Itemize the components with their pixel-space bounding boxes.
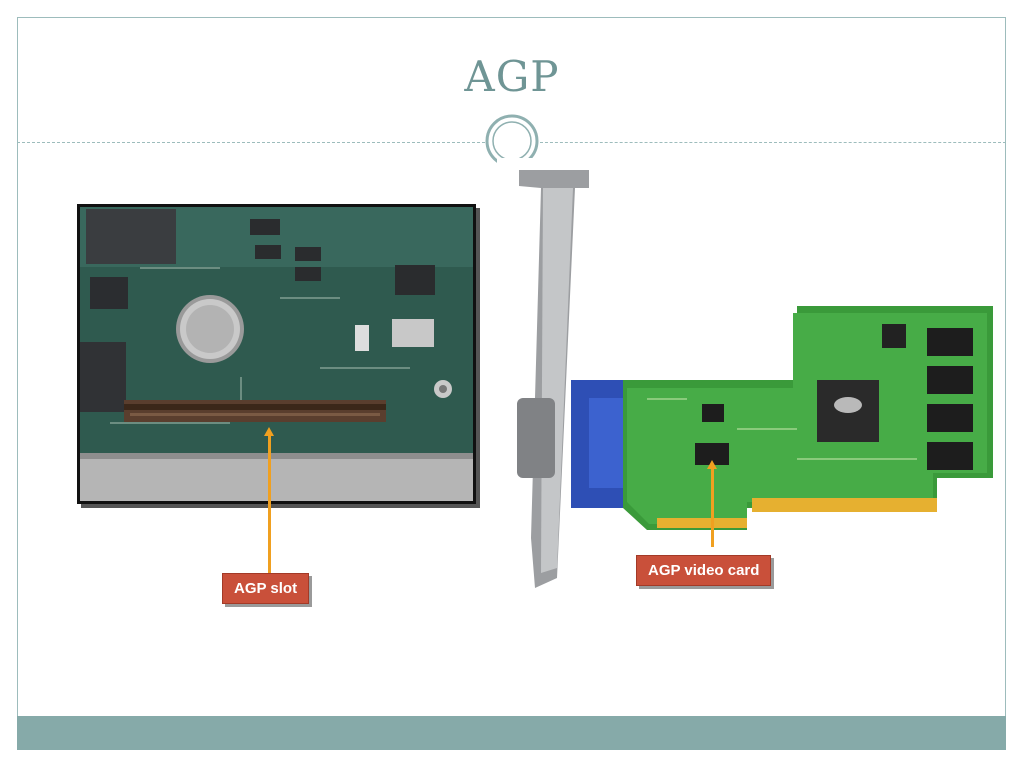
footer-bar	[17, 716, 1006, 750]
slot-pointer-arrowhead-icon	[264, 427, 274, 436]
agp-video-card-label: AGP video card	[636, 555, 772, 586]
video-card-photo	[497, 158, 997, 603]
card-pointer-line	[711, 465, 714, 547]
agp-slot-label: AGP slot	[222, 573, 310, 604]
slot-pointer-line	[268, 433, 271, 573]
title-divider-right	[540, 142, 1006, 143]
motherboard-photo	[77, 204, 476, 504]
title-divider-left	[17, 142, 485, 143]
card-pointer-arrowhead-icon	[707, 460, 717, 469]
slide-title: AGP	[464, 52, 560, 101]
